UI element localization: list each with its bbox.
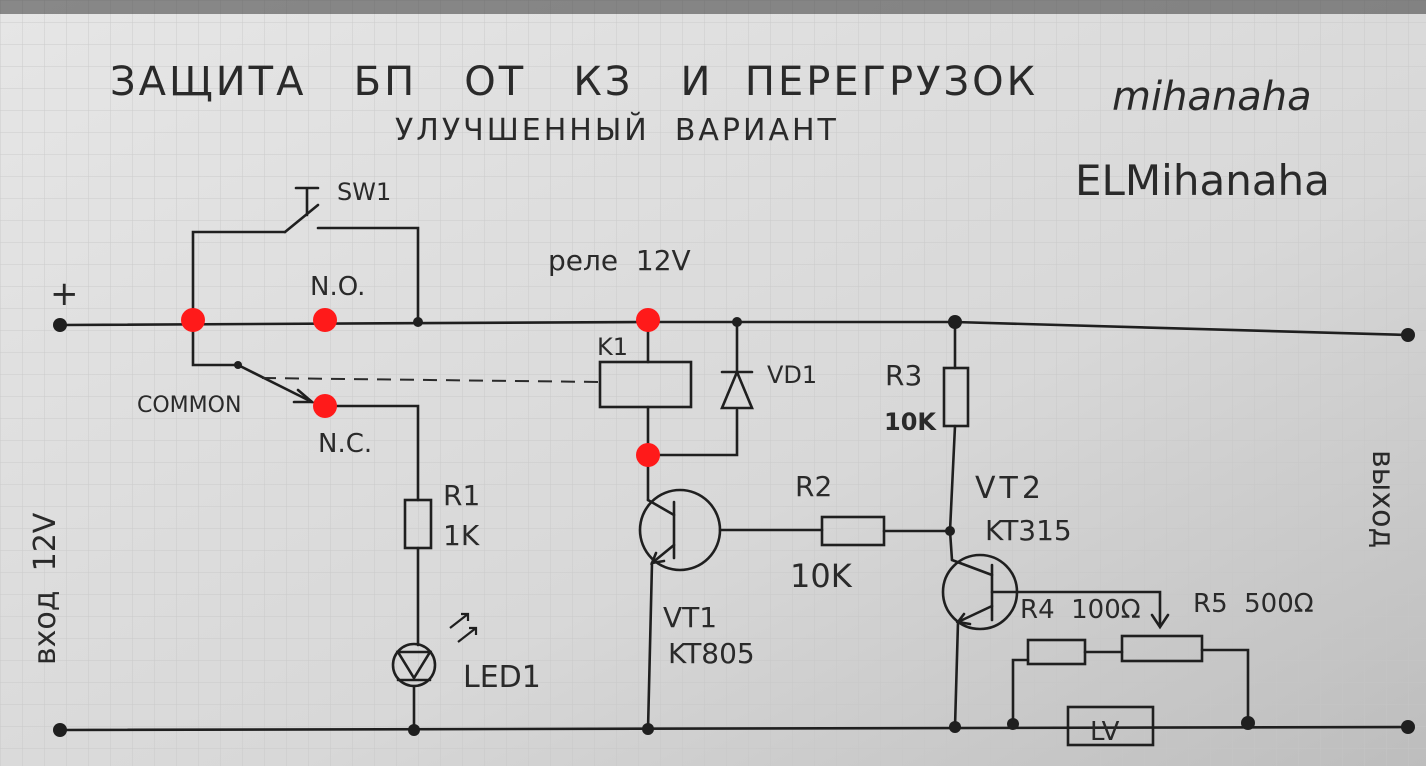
vt2-label: VT2 bbox=[975, 471, 1045, 506]
r5-potentiometer bbox=[1120, 634, 1204, 663]
r5-wiper-arrow bbox=[1150, 613, 1170, 630]
vd1-label: VD1 bbox=[767, 361, 817, 389]
schematic-subtitle: УЛУЧШЕННЫЙ ВАРИАНТ bbox=[395, 112, 839, 148]
relay-common-label: COMMON bbox=[137, 393, 241, 418]
shunt-left-wire bbox=[1011, 658, 1030, 724]
shunt-right-wire bbox=[1200, 648, 1250, 724]
positive-rail bbox=[58, 320, 1410, 337]
author-brand: ELMihanaha bbox=[1075, 156, 1330, 205]
nc-led-wire bbox=[323, 404, 420, 502]
vt1-emitter-ground-wire bbox=[646, 561, 654, 732]
led1-ground-junction bbox=[408, 724, 420, 736]
led1-light-arrows bbox=[449, 612, 478, 643]
schematic-title: ЗАЩИТА БП ОТ КЗ И ПЕРЕГРУЗОК bbox=[110, 59, 1038, 105]
relay-no-label: N.O. bbox=[310, 272, 365, 302]
plus-terminal-label: + bbox=[50, 274, 79, 314]
r3-value: 10K bbox=[884, 408, 937, 436]
r1-label: R1 bbox=[443, 479, 480, 512]
vt2-base-wire bbox=[990, 590, 1162, 627]
vt1-type: KT805 bbox=[668, 637, 755, 670]
marker-relay-bottom bbox=[636, 443, 660, 467]
r3-label: R3 bbox=[885, 359, 922, 392]
k1-label: K1 bbox=[597, 333, 628, 361]
sw1-button-symbol bbox=[294, 186, 320, 217]
lv-shunt-element bbox=[1066, 705, 1155, 747]
vd1-junction bbox=[732, 317, 742, 327]
marker-common-junction bbox=[181, 308, 205, 332]
output-minus-terminal bbox=[1401, 720, 1415, 734]
negative-rail bbox=[58, 725, 1410, 732]
r2-value: 10K bbox=[790, 557, 853, 595]
relay-mechanical-link bbox=[261, 377, 601, 383]
common-pivot bbox=[234, 361, 242, 369]
vt1-emitter bbox=[650, 543, 676, 565]
output-plus-terminal bbox=[1401, 328, 1415, 342]
relay-contact-arrow bbox=[292, 388, 316, 404]
r3-bottom-wire bbox=[948, 424, 957, 533]
input-label: вход 12V bbox=[28, 512, 63, 665]
shunt-right-junction bbox=[1241, 716, 1255, 730]
sw1-junction bbox=[413, 317, 423, 327]
k1-bottom-wire bbox=[646, 405, 739, 457]
common-wire bbox=[191, 323, 240, 367]
r3-rail-junction bbox=[948, 315, 962, 329]
vt2-emitter-ground-wire bbox=[953, 620, 960, 729]
led1-label: LED1 bbox=[463, 660, 541, 695]
author-handle: mihanaha bbox=[1112, 74, 1312, 120]
relay-common-contact bbox=[236, 363, 314, 404]
r5-label: R5 500Ω bbox=[1193, 589, 1314, 619]
output-label: выход bbox=[1365, 450, 1400, 548]
vt1-ground-junction bbox=[642, 723, 654, 735]
vt2-collector bbox=[950, 558, 994, 577]
marker-no-contact bbox=[313, 308, 337, 332]
vt2-collector-wire bbox=[948, 529, 954, 562]
lv-label: LV bbox=[1090, 717, 1120, 747]
relay-rating-label: реле 12V bbox=[548, 244, 691, 277]
sw1-label: SW1 bbox=[337, 178, 391, 206]
marker-nc-contact bbox=[313, 394, 337, 418]
vt2-emitter bbox=[956, 604, 994, 624]
input-plus-terminal bbox=[53, 318, 67, 332]
vt2-type: KT315 bbox=[985, 514, 1072, 547]
k1-relay-coil bbox=[598, 360, 693, 409]
r2-label: R2 bbox=[795, 470, 832, 503]
r1-value: 1K bbox=[443, 519, 480, 552]
vt2-ground-junction bbox=[949, 721, 961, 733]
vt1-label: VT1 bbox=[663, 601, 717, 634]
sw1-contact bbox=[283, 203, 320, 234]
led1-diode-symbol bbox=[395, 650, 433, 682]
vd1-diode bbox=[720, 368, 754, 410]
marker-relay-top bbox=[636, 308, 660, 332]
shunt-left-junction bbox=[1007, 718, 1019, 730]
top-dark-edge bbox=[0, 0, 1426, 14]
sw1-bypass-wire bbox=[191, 226, 420, 327]
input-minus-terminal bbox=[53, 723, 67, 737]
r4-label: R4 100Ω bbox=[1020, 595, 1141, 625]
relay-nc-label: N.C. bbox=[318, 429, 372, 459]
vt1-collector bbox=[646, 498, 676, 517]
